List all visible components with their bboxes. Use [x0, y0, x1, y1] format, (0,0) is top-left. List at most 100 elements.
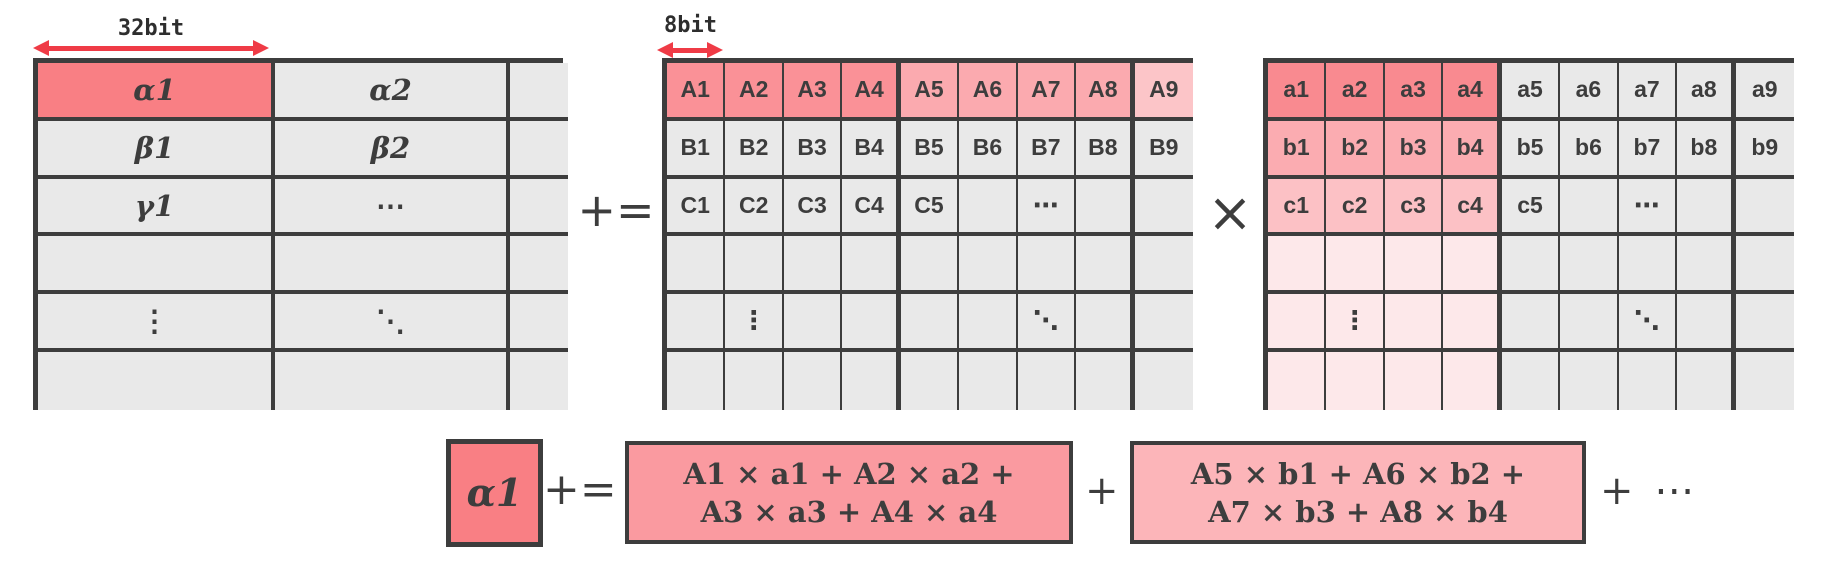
- cell-C2: C2: [725, 178, 784, 237]
- cell-empty: [1443, 236, 1502, 295]
- cell-B5: B5: [900, 120, 960, 179]
- cell-c3: c3: [1384, 178, 1444, 237]
- cell-empty: [1735, 236, 1794, 295]
- cell-empty: [1443, 352, 1502, 410]
- cell-empty: [510, 63, 568, 121]
- cell-b6: b6: [1560, 120, 1619, 179]
- cell-a1: a1: [1268, 63, 1327, 121]
- cell-empty: [38, 236, 275, 295]
- cell-⋮: ⋮: [38, 294, 275, 353]
- lhs-width-label: 8bit: [664, 13, 717, 38]
- arrow-bar: [43, 45, 259, 51]
- cell-b4: b4: [1443, 120, 1502, 179]
- cell-empty: [1134, 178, 1193, 237]
- cell-b2: b2: [1326, 120, 1385, 179]
- equation-box2-line2: A7 × b3 + A8 × b4: [1208, 494, 1508, 529]
- cell-c1: c1: [1268, 178, 1327, 237]
- cell-empty: [1268, 352, 1327, 410]
- cell-B8: B8: [1076, 120, 1135, 179]
- cell-⋯: ⋯: [275, 178, 510, 237]
- cell-γ1: γ1: [38, 178, 275, 237]
- cell-empty: [510, 294, 568, 353]
- plus-equals-operator: +=: [577, 183, 655, 237]
- cell-empty: [959, 236, 1018, 295]
- cell-empty: [1076, 352, 1135, 410]
- cell-empty: [725, 236, 784, 295]
- cell-a2: a2: [1326, 63, 1385, 121]
- cell-b8: b8: [1677, 120, 1736, 179]
- cell-a6: a6: [1560, 63, 1619, 121]
- cell-empty: [1017, 236, 1077, 295]
- cell-C5: C5: [900, 178, 960, 237]
- cell-α1: α1: [38, 63, 275, 121]
- cell-empty: [510, 120, 568, 179]
- cell-empty: [1735, 294, 1794, 353]
- cell-c2: c2: [1326, 178, 1385, 237]
- cell-⋮: ⋮: [725, 294, 784, 353]
- cell-empty: [38, 352, 275, 410]
- cell-empty: [1735, 178, 1794, 237]
- equation-plus-ellipsis: + ⋯: [1600, 468, 1699, 514]
- cell-A6: A6: [959, 63, 1018, 121]
- cell-β1: β1: [38, 120, 275, 179]
- width-arrow-32bit-icon: [33, 40, 269, 56]
- cell-empty: [1618, 352, 1678, 410]
- cell-C4: C4: [842, 178, 901, 237]
- cell-empty: [1677, 236, 1736, 295]
- cell-empty: [667, 236, 726, 295]
- cell-a7: a7: [1618, 63, 1678, 121]
- cell-empty: [959, 352, 1018, 410]
- cell-⋯: ⋯: [1618, 178, 1678, 237]
- cell-⋮: ⋮: [1326, 294, 1385, 353]
- multiply-operator: ×: [1207, 181, 1253, 244]
- equation-box2-line1: A5 × b1 + A6 × b2 +: [1190, 456, 1526, 491]
- arrow-bar: [667, 47, 713, 53]
- cell-empty: [783, 352, 843, 410]
- equation-dot-product-box-1: A1 × a1 + A2 × a2 + A3 × a3 + A4 × a4: [625, 441, 1073, 544]
- cell-empty: [842, 236, 901, 295]
- cell-empty: [1326, 352, 1385, 410]
- cell-b3: b3: [1384, 120, 1444, 179]
- cell-empty: [1677, 352, 1736, 410]
- equation-dot-product-box-2: A5 × b1 + A6 × b2 + A7 × b3 + A8 × b4: [1130, 441, 1586, 544]
- cell-β2: β2: [275, 120, 510, 179]
- equation-target-cell: α1: [446, 439, 543, 547]
- cell-empty: [1560, 294, 1619, 353]
- cell-empty: [1501, 236, 1561, 295]
- cell-empty: [1384, 236, 1444, 295]
- cell-empty: [1677, 178, 1736, 237]
- cell-empty: [1560, 236, 1619, 295]
- cell-A4: A4: [842, 63, 901, 121]
- cell-A9: A9: [1134, 63, 1193, 121]
- cell-⋯: ⋯: [1017, 178, 1077, 237]
- cell-empty: [510, 178, 568, 237]
- cell-A5: A5: [900, 63, 960, 121]
- cell-empty: [783, 294, 843, 353]
- cell-a3: a3: [1384, 63, 1444, 121]
- cell-empty: [1735, 352, 1794, 410]
- cell-empty: [1017, 352, 1077, 410]
- cell-empty: [1677, 294, 1736, 353]
- cell-B6: B6: [959, 120, 1018, 179]
- cell-empty: [1268, 236, 1327, 295]
- cell-B3: B3: [783, 120, 843, 179]
- cell-empty: [783, 236, 843, 295]
- cell-empty: [275, 236, 510, 295]
- cell-b5: b5: [1501, 120, 1561, 179]
- cell-empty: [842, 352, 901, 410]
- cell-empty: [1268, 294, 1327, 353]
- cell-B4: B4: [842, 120, 901, 179]
- cell-α2: α2: [275, 63, 510, 121]
- cell-empty: [1134, 352, 1193, 410]
- cell-empty: [1560, 178, 1619, 237]
- cell-empty: [1076, 236, 1135, 295]
- cell-empty: [1443, 294, 1502, 353]
- width-arrow-8bit-icon: [657, 42, 723, 58]
- accumulator-width-label: 32bit: [117, 16, 185, 41]
- arrowhead-right-icon: [707, 42, 723, 58]
- cell-a8: a8: [1677, 63, 1736, 121]
- cell-C3: C3: [783, 178, 843, 237]
